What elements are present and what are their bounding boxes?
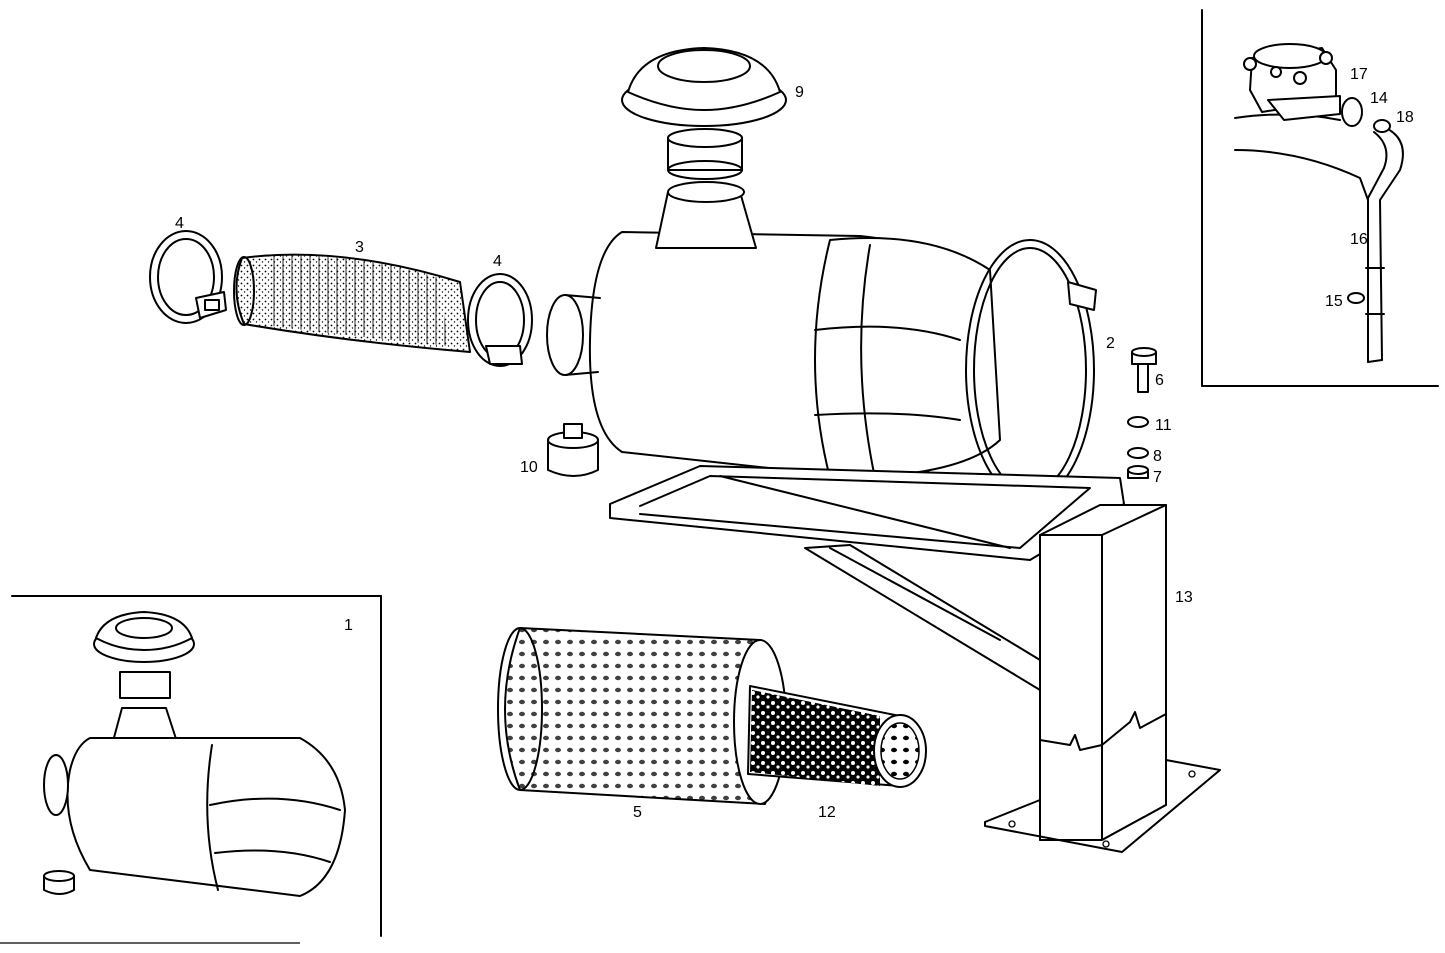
air-cleaner-housing (546, 181, 1001, 479)
callout-labels: 1 2 3 4 4 5 6 7 8 9 10 11 12 13 14 15 16… (175, 66, 1414, 821)
assembly-overview (43, 611, 346, 897)
primary-filter-element (497, 627, 787, 805)
callout-3: 3 (355, 239, 364, 256)
callout-17: 17 (1350, 66, 1368, 83)
callout-1: 1 (344, 617, 353, 634)
turbo-inset-drawing (1234, 43, 1404, 363)
fasteners (1127, 347, 1157, 479)
callout-11: 11 (1155, 417, 1172, 434)
hose-clamp-left (149, 230, 227, 324)
flexible-hose (233, 253, 471, 353)
precleaner-cap (621, 47, 787, 180)
hose-clamp-right (467, 273, 533, 367)
callout-6: 6 (1155, 372, 1164, 389)
callout-10: 10 (520, 459, 538, 476)
callout-15: 15 (1325, 293, 1343, 310)
inset-assembly-frame (0, 595, 382, 944)
callout-14: 14 (1370, 90, 1388, 107)
callout-8: 8 (1153, 448, 1162, 465)
inset-turbo-frame (1201, 9, 1439, 387)
callout-7: 7 (1153, 469, 1162, 486)
callout-4-right: 4 (493, 253, 502, 270)
callout-12: 12 (818, 804, 836, 821)
callout-5: 5 (633, 804, 642, 821)
callout-16: 16 (1350, 231, 1368, 248)
safety-filter-element (747, 685, 927, 788)
callout-18: 18 (1396, 109, 1414, 126)
callout-4-left: 4 (175, 215, 184, 232)
callout-13: 13 (1175, 589, 1193, 606)
callout-2: 2 (1106, 335, 1115, 352)
mounting-bracket (609, 465, 1125, 691)
callout-9: 9 (795, 84, 804, 101)
dust-valve (547, 423, 599, 477)
support-column (984, 504, 1221, 853)
